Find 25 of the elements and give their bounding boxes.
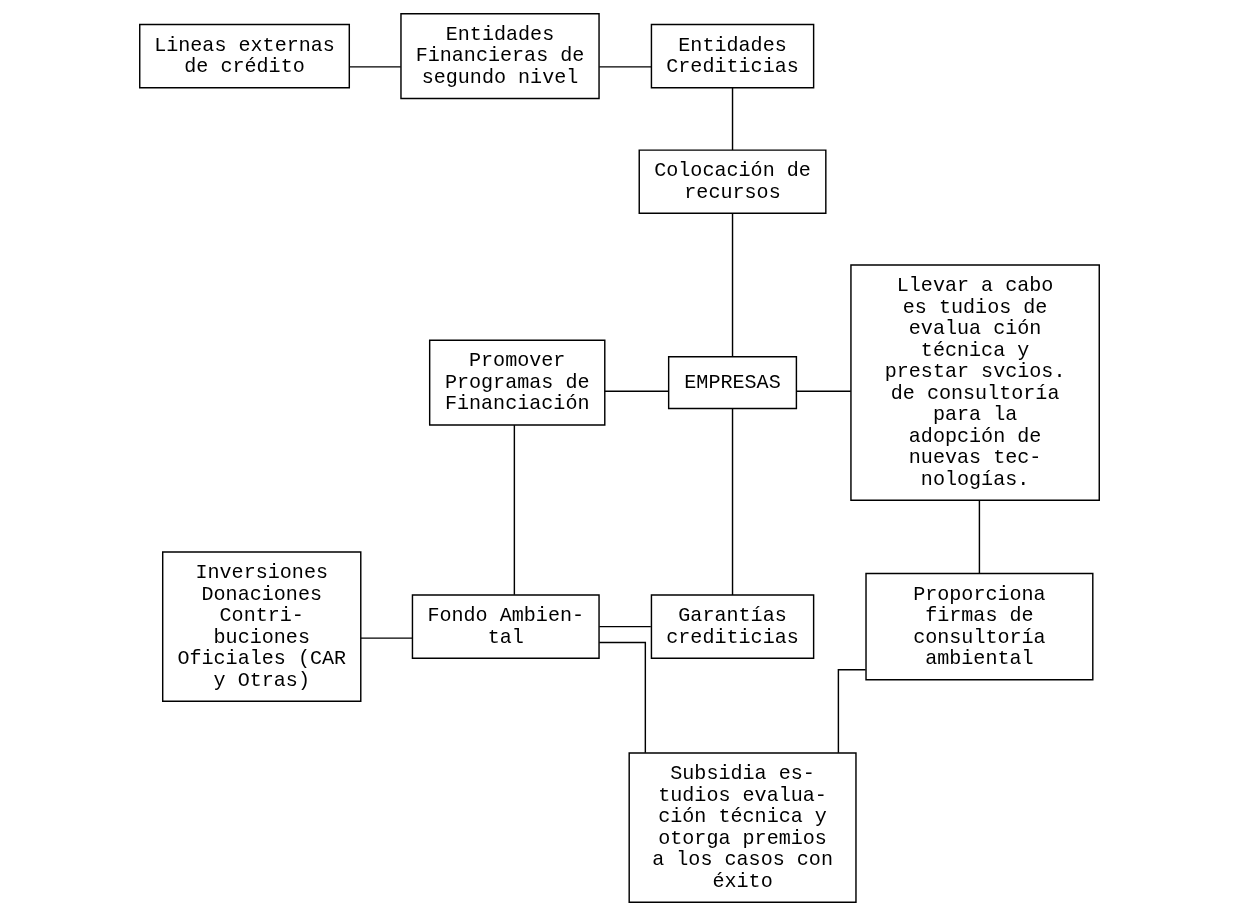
connector (731, 408, 734, 596)
connector (978, 499, 981, 575)
connector (360, 637, 413, 639)
connector (513, 424, 516, 596)
node-box: Llevar a cabo es tudios de evalua ción técnica y prestar svcios. de consultoría para la adopción de nuevas tec- nologías. (850, 264, 1100, 502)
node-box: Fondo Ambien- tal (411, 594, 600, 659)
node-box: Subsidia es- tudios evalua- ción técnica y otorga premios a los casos con éxito (628, 752, 857, 903)
connector (598, 625, 652, 628)
connector (348, 66, 402, 68)
node-box: Colocación de recursos (638, 149, 827, 214)
connector (598, 641, 647, 754)
node-box: Entidades Financieras de segundo nivel (400, 13, 600, 100)
connector (598, 66, 652, 68)
connector (837, 669, 867, 754)
connector (796, 390, 852, 392)
node-box: Inversiones Donaciones Contri- buciones Oficiales (CAR y Otras) (162, 551, 362, 702)
node-box: Lineas externas de crédito (139, 23, 351, 89)
node-box: Garantías crediticias (650, 594, 815, 659)
node-box: Promover Programas de Financiación (428, 339, 606, 426)
connector (731, 212, 734, 358)
node-box: Entidades Crediticias (650, 23, 815, 89)
connector (604, 390, 669, 392)
node-box: Proporciona firmas de consultoría ambiental (865, 572, 1094, 681)
connector (731, 87, 734, 151)
node-box: EMPRESAS (667, 356, 798, 410)
